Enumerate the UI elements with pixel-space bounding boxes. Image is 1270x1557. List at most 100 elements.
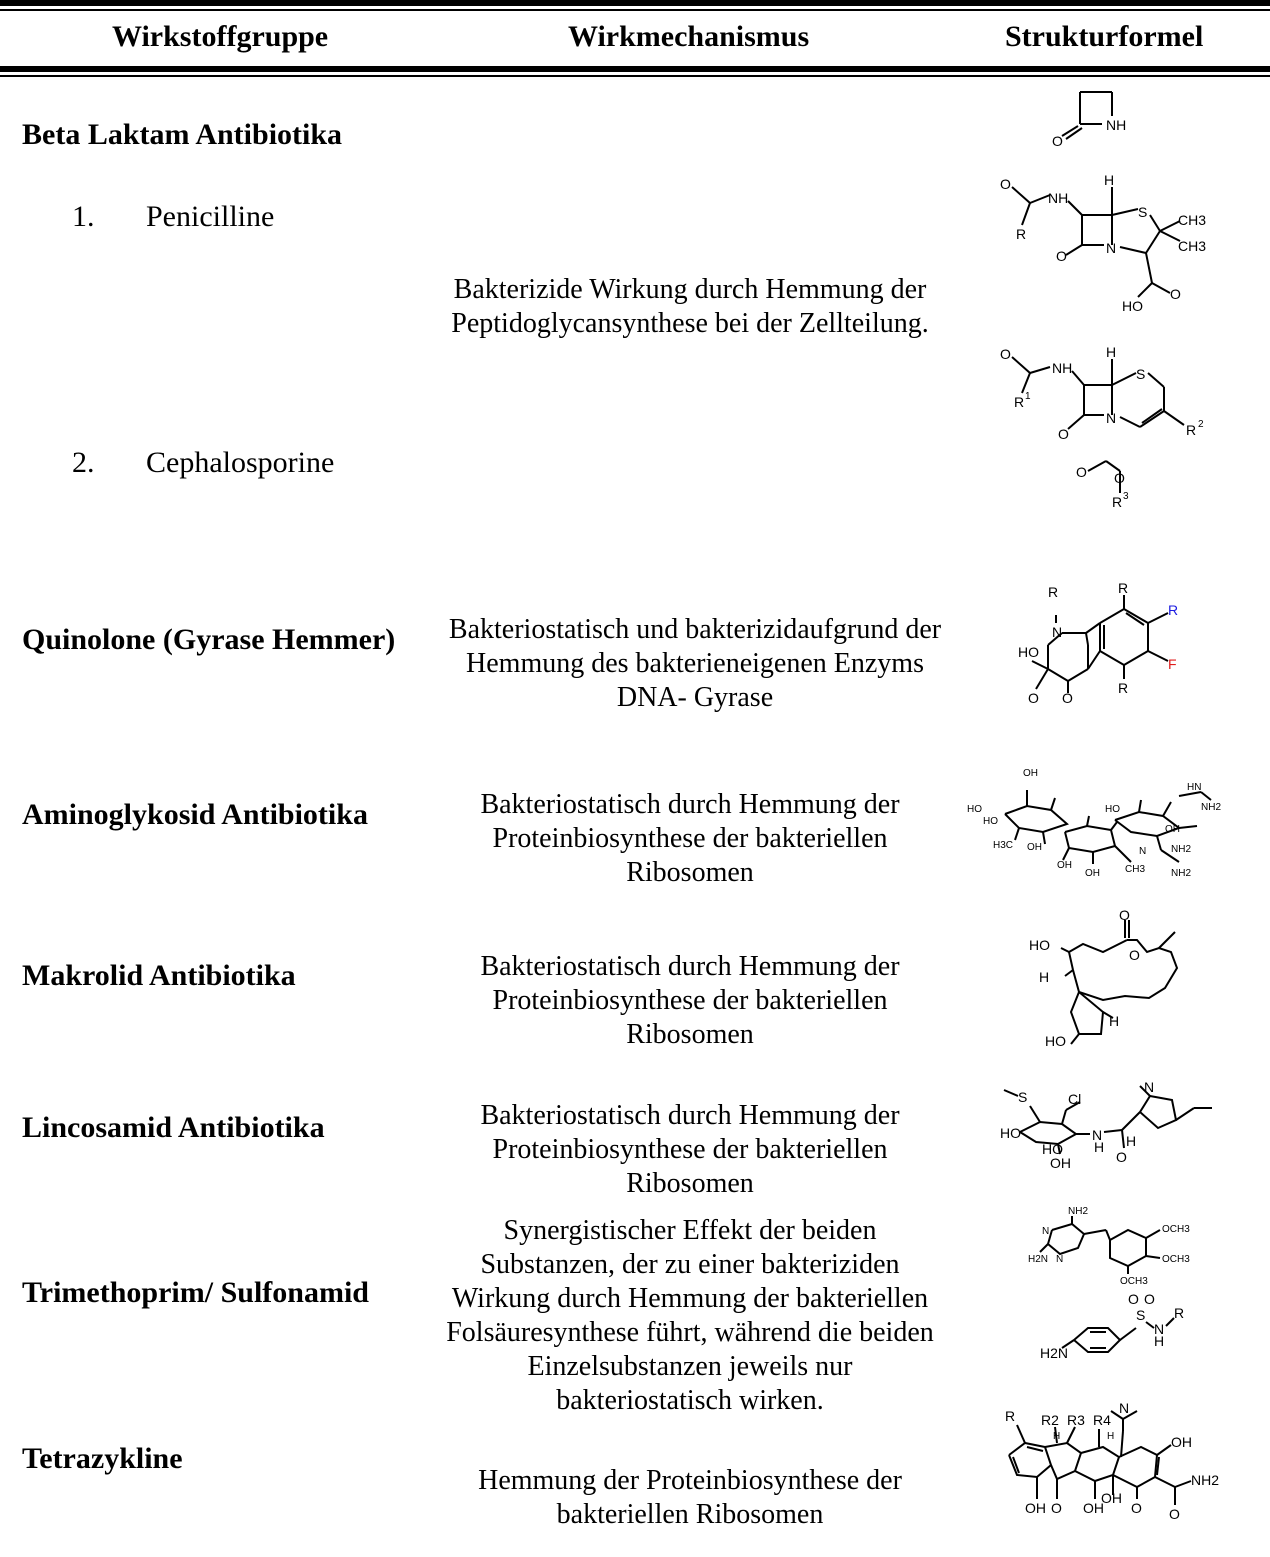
atom-label: CH3 bbox=[1178, 238, 1206, 254]
atom-label: O bbox=[1170, 286, 1181, 302]
atom-label: R bbox=[1118, 680, 1128, 696]
atom-label: H2N bbox=[1028, 1254, 1048, 1265]
atom-label: OH bbox=[1165, 824, 1180, 835]
atom-label: O bbox=[1131, 1500, 1142, 1516]
mechanism-trimethoprim-sulfonamid: Synergistischer Effekt der beiden Substa… bbox=[446, 1215, 934, 1416]
atom-label: O bbox=[1062, 690, 1073, 706]
atom-label: R bbox=[1168, 602, 1178, 618]
atom-label: N bbox=[1154, 1321, 1164, 1337]
atom-label: OCH3 bbox=[1162, 1224, 1190, 1235]
header-strukturformel: Strukturformel bbox=[1005, 20, 1204, 53]
atom-label: S bbox=[1136, 366, 1145, 382]
atom-label: OH bbox=[1101, 1490, 1122, 1506]
atom-label: R bbox=[1174, 1305, 1184, 1321]
structure-macrolide: O HO O H H HO bbox=[1029, 907, 1179, 1049]
atom-label: N bbox=[1092, 1127, 1102, 1143]
atom-label: NH2 bbox=[1068, 1206, 1088, 1217]
atom-label: R bbox=[1186, 422, 1196, 438]
atom-label: HN bbox=[1187, 782, 1201, 793]
structure-quinolone: R N R R F HO O O R bbox=[1018, 580, 1178, 706]
atom-label: O bbox=[1052, 133, 1063, 149]
atom-label: O bbox=[1076, 464, 1087, 480]
atom-label: HO bbox=[983, 816, 998, 827]
sub-cephalosporine: Cephalosporine bbox=[146, 446, 335, 479]
atom-label: R2 bbox=[1041, 1412, 1059, 1428]
atom-label: R bbox=[1014, 394, 1024, 410]
atom-label: H bbox=[1104, 172, 1114, 188]
atom-label: OH bbox=[1083, 1500, 1104, 1516]
atom-label: O bbox=[1056, 248, 1067, 264]
atom-label: H2N bbox=[1040, 1345, 1068, 1361]
atom-label: N bbox=[1139, 846, 1146, 857]
atom-label: NH2 bbox=[1171, 844, 1191, 855]
atom-label: NH2 bbox=[1171, 868, 1191, 879]
header-wirkmechanismus: Wirkmechanismus bbox=[568, 20, 810, 53]
mechanism-aminoglykosid: Bakteriostatisch durch Hemmung der Prote… bbox=[480, 789, 900, 888]
group-quinolone: Quinolone (Gyrase Hemmer) bbox=[22, 623, 396, 656]
atom-label: HO bbox=[1029, 937, 1050, 953]
atom-label: NH bbox=[1052, 360, 1072, 376]
atom-label: CH3 bbox=[1125, 864, 1145, 875]
atom-label: N bbox=[1042, 1226, 1049, 1237]
atom-label: H bbox=[1039, 969, 1049, 985]
sub-penicilline: Penicilline bbox=[146, 200, 275, 233]
atom-label: 3 bbox=[1123, 491, 1129, 502]
group-trimethoprim-sulfonamid: Trimethoprim/ Sulfonamid bbox=[22, 1276, 369, 1309]
atom-label: S bbox=[1138, 204, 1147, 220]
group-aminoglykosid: Aminoglykosid Antibiotika bbox=[22, 798, 368, 831]
atom-label: O bbox=[1114, 470, 1125, 486]
atom-label: F bbox=[1168, 656, 1177, 672]
header-wirkstoffgruppe: Wirkstoffgruppe bbox=[112, 20, 329, 53]
atom-label: O bbox=[1051, 1500, 1062, 1516]
atom-label: OCH3 bbox=[1120, 1276, 1148, 1287]
atom-label: HO bbox=[1105, 804, 1120, 815]
structure-cephalosporin: O NH H S R 1 N O R 2 O O R 3 bbox=[1000, 344, 1204, 510]
atom-label: O bbox=[1129, 947, 1140, 963]
structure-sulfonamide: S O O N H R H2N bbox=[1040, 1291, 1184, 1361]
atom-label: OH bbox=[1085, 868, 1100, 879]
atom-label: NH bbox=[1048, 190, 1068, 206]
atom-label: H bbox=[1154, 1333, 1164, 1349]
atom-label: OH bbox=[1027, 842, 1042, 853]
sub-number-1: 1. bbox=[72, 200, 95, 233]
atom-label: O bbox=[1000, 346, 1011, 362]
atom-label: H3C bbox=[993, 840, 1013, 851]
group-lincosamid: Lincosamid Antibiotika bbox=[22, 1111, 325, 1144]
atom-label: R bbox=[1118, 580, 1128, 596]
atom-label: R4 bbox=[1093, 1412, 1111, 1428]
atom-label: NH2 bbox=[1191, 1472, 1219, 1488]
atom-label: O bbox=[1169, 1506, 1180, 1522]
atom-label: S bbox=[1018, 1089, 1027, 1105]
atom-label: N bbox=[1106, 240, 1116, 256]
structure-lincosamide: S Cl N HO HO OH N H O H bbox=[1000, 1079, 1212, 1171]
sub-number-2: 2. bbox=[72, 446, 95, 479]
header-rule-thick bbox=[0, 66, 1270, 72]
atom-label: H bbox=[1094, 1139, 1104, 1155]
mechanism-makrolid: Bakteriostatisch durch Hemmung der Prote… bbox=[480, 951, 900, 1050]
atom-label: H bbox=[1106, 344, 1116, 360]
atom-label: R bbox=[1016, 226, 1026, 242]
atom-label: OH bbox=[1171, 1434, 1192, 1450]
atom-label: S bbox=[1136, 1307, 1145, 1323]
atom-label: Cl bbox=[1068, 1091, 1081, 1107]
structure-beta-lactam: O NH bbox=[1052, 91, 1126, 149]
atom-label: CH3 bbox=[1178, 212, 1206, 228]
atom-label: H bbox=[1109, 1013, 1119, 1029]
atom-label: 2 bbox=[1198, 419, 1204, 430]
structure-trimethoprim: NH2 H2N N N OCH3 OCH3 OCH3 bbox=[1028, 1206, 1190, 1287]
atom-label: HO bbox=[1122, 298, 1143, 314]
atom-label: N bbox=[1106, 410, 1116, 426]
atom-label: OH bbox=[1025, 1500, 1046, 1516]
group-makrolid: Makrolid Antibiotika bbox=[22, 959, 296, 992]
atom-label: OH bbox=[1050, 1155, 1071, 1171]
top-rule-thin bbox=[0, 9, 1270, 11]
atom-label: NH2 bbox=[1201, 802, 1221, 813]
atom-label: HO bbox=[1045, 1033, 1066, 1049]
atom-label: R bbox=[1005, 1408, 1015, 1424]
atom-label: O bbox=[1119, 907, 1130, 923]
atom-label: HO bbox=[967, 804, 982, 815]
atom-label: OCH3 bbox=[1162, 1254, 1190, 1265]
atom-label: N bbox=[1052, 624, 1062, 640]
atom-label: N bbox=[1056, 1254, 1063, 1265]
atom-label: R bbox=[1112, 494, 1122, 510]
